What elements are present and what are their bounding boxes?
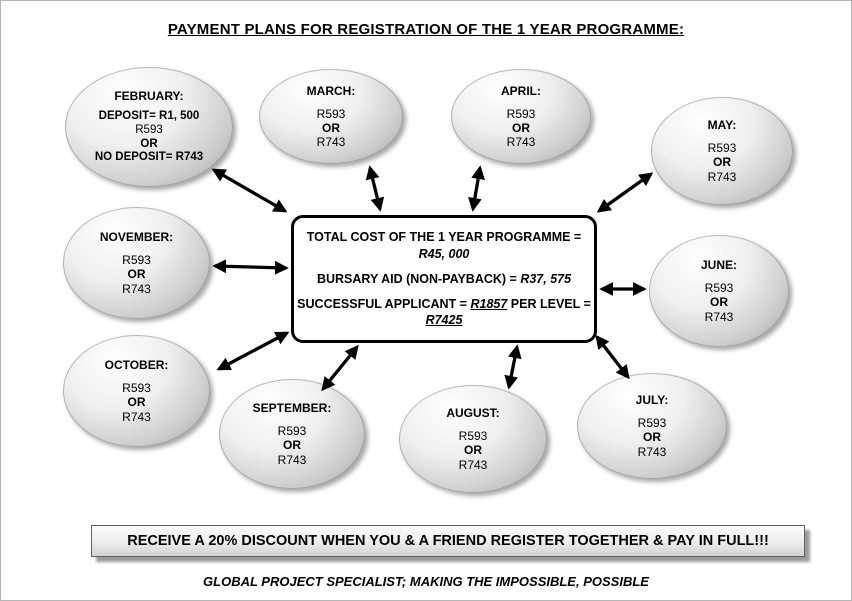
or-label: OR [512, 120, 530, 135]
month-label: APRIL: [501, 83, 541, 98]
month-label: MARCH: [306, 83, 356, 98]
month-label: OCTOBER: [104, 358, 169, 373]
or-label: OR [322, 120, 340, 135]
arrow-november [212, 259, 289, 275]
month-bubble-march: MARCH: R593 OR R743 [259, 69, 403, 164]
applicant-line: SUCCESSFUL APPLICANT = R1857 PER LEVEL = [297, 296, 591, 312]
deposit-line: DEPOSIT= R1, 500 [98, 109, 200, 122]
or-label: OR [713, 155, 731, 170]
amount-option-1: R593 [316, 106, 346, 121]
month-bubble-july: JULY: R593 OR R743 [577, 373, 727, 479]
month-label: AUGUST: [446, 406, 500, 421]
or-label: OR [710, 295, 728, 310]
arrow-february [211, 168, 288, 213]
amount-option-1: R593 [637, 416, 667, 431]
month-bubble-august: AUGUST: R593 OR R743 [399, 385, 547, 493]
month-label: JULY: [635, 393, 669, 408]
amount-option-2: R743 [122, 409, 151, 424]
amount-option-2: R743 [707, 169, 737, 184]
month-label: NOVEMBER: [99, 230, 174, 245]
month-bubble-september: SEPTEMBER: R593 OR R743 [219, 379, 365, 489]
amount-option-2: R743 [637, 444, 667, 459]
or-label: OR [140, 137, 158, 150]
amount-option-1: R593 [704, 281, 734, 296]
month-label: SEPTEMBER: [252, 401, 332, 416]
or-label: OR [283, 438, 301, 453]
applicant-total-value: R7425 [425, 313, 463, 328]
applicant-per-level-value: R1857 [470, 297, 508, 312]
bursary-value: R37, 575 [520, 271, 572, 286]
month-bubble-february: FEBRUARY: DEPOSIT= R1, 500 R593 OR NO DE… [65, 67, 233, 187]
amount-option-2: R743 [458, 457, 488, 472]
or-label: OR [127, 267, 146, 282]
month-bubble-november: NOVEMBER: R593 OR R743 [63, 207, 210, 319]
amount-option-2: R743 [277, 452, 307, 467]
amount-option-1: R593 [707, 141, 737, 156]
applicant-label: SUCCESSFUL APPLICANT = [297, 297, 467, 312]
amount-option-1: R593 [135, 123, 163, 136]
month-bubble-june: JUNE: R593 OR R743 [649, 235, 789, 347]
total-cost-value: R45, 000 [418, 246, 470, 261]
applicant-mid-label: PER LEVEL = [510, 297, 591, 312]
bursary-label: BURSARY AID (NON-PAYBACK) = [316, 271, 517, 286]
month-bubble-may: MAY: R593 OR R743 [651, 97, 793, 205]
arrow-may [596, 172, 654, 213]
amount-option-2: R743 [316, 135, 346, 150]
month-label: FEBRUARY: [114, 88, 184, 103]
arrow-april [468, 165, 485, 212]
amount-option-1: R593 [122, 253, 151, 268]
amount-option-2: R743 [704, 309, 734, 324]
month-label: JUNE: [700, 258, 737, 273]
total-cost-box: TOTAL COST OF THE 1 YEAR PROGRAMME = R45… [291, 215, 597, 343]
page-title: PAYMENT PLANS FOR REGISTRATION OF THE 1 … [167, 21, 685, 38]
or-label: OR [464, 443, 482, 458]
arrow-march [365, 165, 385, 212]
amount-option-2: R743 [506, 135, 536, 150]
amount-option-1: R593 [122, 381, 151, 396]
or-label: OR [643, 430, 661, 445]
bursary-line: BURSARY AID (NON-PAYBACK) = R37, 575 [317, 271, 571, 287]
month-label: MAY: [707, 118, 737, 133]
footer-slogan: GLOBAL PROJECT SPECIALIST; MAKING THE IM… [203, 574, 649, 589]
arrow-july [595, 334, 630, 380]
no-deposit-line: NO DEPOSIT= R743 [94, 151, 204, 164]
discount-banner: RECEIVE A 20% DISCOUNT WHEN YOU & A FRIE… [91, 525, 805, 557]
month-bubble-april: APRIL: R593 OR R743 [451, 69, 591, 164]
or-label: OR [127, 395, 146, 410]
amount-option-2: R743 [122, 281, 151, 296]
amount-option-1: R593 [277, 424, 307, 439]
total-cost-label: TOTAL COST OF THE 1 YEAR PROGRAMME = [306, 230, 582, 245]
amount-option-1: R593 [458, 429, 488, 444]
month-bubble-october: OCTOBER: R593 OR R743 [63, 335, 210, 447]
amount-option-1: R593 [506, 106, 536, 121]
arrow-september [321, 344, 359, 392]
arrow-october [216, 331, 290, 371]
arrow-august [504, 344, 522, 390]
